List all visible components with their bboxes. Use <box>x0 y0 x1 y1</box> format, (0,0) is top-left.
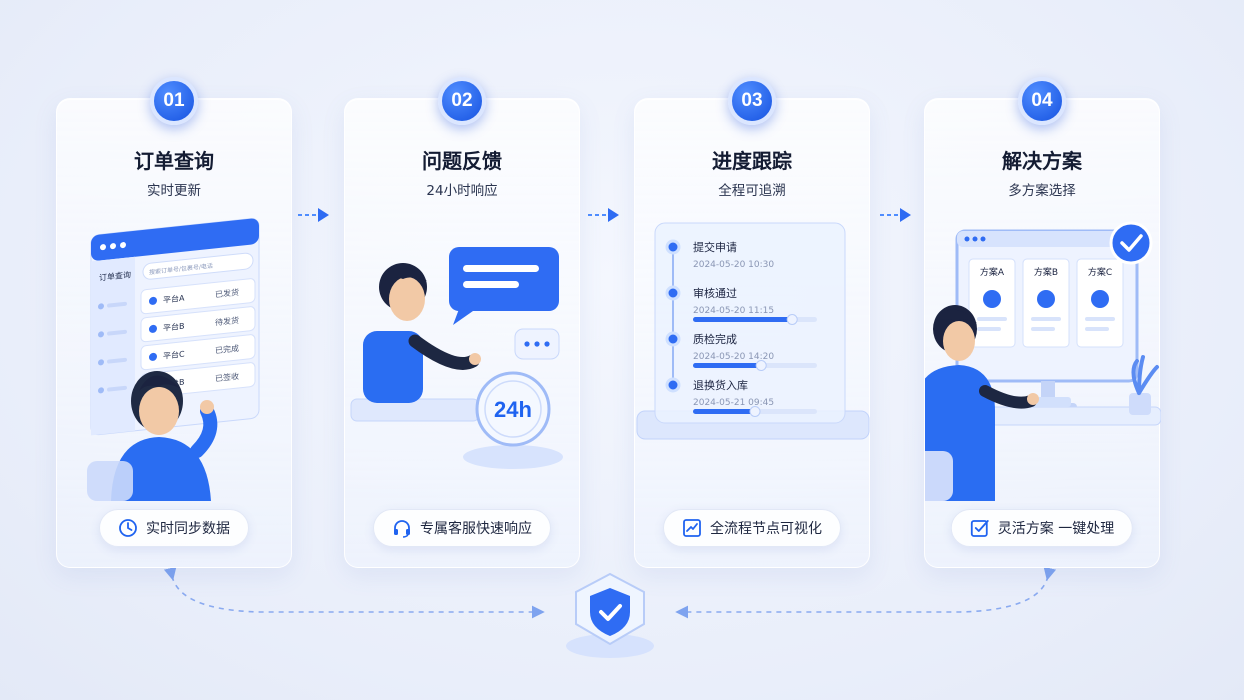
step-title: 问题反馈 <box>422 149 502 173</box>
timeline-time: 2024-05-20 14:20 <box>693 352 774 362</box>
feature-label: 实时同步数据 <box>146 521 230 537</box>
order-row <box>140 306 256 343</box>
plan-icon <box>1037 290 1055 308</box>
timeline-label: 退换货入库 <box>693 378 748 392</box>
order-row <box>140 334 256 371</box>
step-number-badge: 01 <box>150 77 198 125</box>
plan-label: 方案B <box>1034 266 1058 278</box>
shield-check-icon <box>566 572 654 658</box>
arrow-right-icon <box>588 208 619 222</box>
order-row <box>140 278 256 315</box>
step-subtitle: 24小时响应 <box>426 183 498 199</box>
step-subtitle: 实时更新 <box>147 183 201 199</box>
plan-label: 方案C <box>1088 266 1112 278</box>
feature-pill: 全流程节点可视化 <box>663 509 841 547</box>
step-number-badge: 02 <box>438 77 486 125</box>
order-query-illustration: 订单查询 搜索订单号/包裹号/电话 平台A已发货平台B待发货平台C已完成平台B已… <box>87 218 260 501</box>
step-title: 订单查询 <box>134 149 214 173</box>
order-status: 已签收 <box>215 371 239 383</box>
progress-fill <box>693 317 793 322</box>
order-status: 已发货 <box>215 287 239 299</box>
step-subtitle: 全程可追溯 <box>718 183 786 199</box>
feature-label: 全流程节点可视化 <box>710 521 822 537</box>
step-number-badge: 04 <box>1018 77 1066 125</box>
feature-pill: 专属客服快速响应 <box>373 509 551 547</box>
order-platform: 平台C <box>163 349 185 361</box>
step-card-solution: 04 解决方案 多方案选择 方案A 方案B 方案C 灵活方案 一键处理 <box>924 77 1161 568</box>
timeline-node <box>665 285 681 301</box>
chat-bubble-icon <box>449 247 559 311</box>
order-status: 待发货 <box>215 315 239 327</box>
progress-knob <box>755 360 767 371</box>
timeline-node <box>665 239 681 255</box>
step-number-badge: 03 <box>728 77 776 125</box>
solution-illustration: 方案A 方案B 方案C <box>925 221 1161 501</box>
plan-label: 方案A <box>980 266 1005 278</box>
order-platform: 平台A <box>163 293 185 305</box>
progress-knob <box>786 314 798 325</box>
plan-icon <box>983 290 1001 308</box>
step-card-feedback: 02 问题反馈 24小时响应 24h 专属客服快速响应 <box>344 77 580 568</box>
timeline-time: 2024-05-20 11:15 <box>693 306 774 316</box>
order-platform: 平台B <box>163 321 184 333</box>
timeline-label: 审核通过 <box>693 286 737 300</box>
feedback-illustration: 24h <box>350 247 563 469</box>
checkbox-icon <box>970 520 989 537</box>
feature-label: 灵活方案 一键处理 <box>997 521 1115 537</box>
headset-icon <box>394 520 410 538</box>
check-badge-icon <box>1109 221 1153 265</box>
timeline-time: 2024-05-20 10:30 <box>693 260 774 270</box>
chart-line-icon <box>683 519 701 537</box>
progress-fill <box>693 409 755 414</box>
clock-icon <box>119 519 137 537</box>
feature-pill: 实时同步数据 <box>99 509 249 547</box>
feature-pill: 灵活方案 一键处理 <box>950 509 1134 547</box>
progress-timeline-illustration: 提交申请 2024-05-20 10:30 审核通过 2024-05-20 11:15… <box>636 222 870 440</box>
plan-icon <box>1091 290 1109 308</box>
order-status: 已完成 <box>215 343 239 355</box>
feature-label: 专属客服快速响应 <box>420 521 532 537</box>
step-card-progress: 03 进度跟踪 全程可追溯 提交申请 2024-05-20 10:30 审核通过 20… <box>634 77 870 568</box>
step-subtitle: 多方案选择 <box>1008 183 1076 199</box>
arrow-right-icon <box>880 208 911 222</box>
progress-fill <box>693 363 762 368</box>
24h-clock-icon <box>475 371 551 447</box>
timeline-label: 质检完成 <box>693 332 737 346</box>
timeline-node <box>665 331 681 347</box>
progress-knob <box>749 406 761 417</box>
step-title: 进度跟踪 <box>712 149 792 173</box>
step-title: 解决方案 <box>1002 149 1082 173</box>
screen-sidebar-title: 订单查询 <box>99 269 131 282</box>
timeline-node <box>665 377 681 393</box>
clock-label: 24h <box>494 397 532 422</box>
timeline-time: 2024-05-21 09:45 <box>693 398 774 408</box>
timeline-label: 提交申请 <box>693 240 737 254</box>
arrow-right-icon <box>298 208 329 222</box>
